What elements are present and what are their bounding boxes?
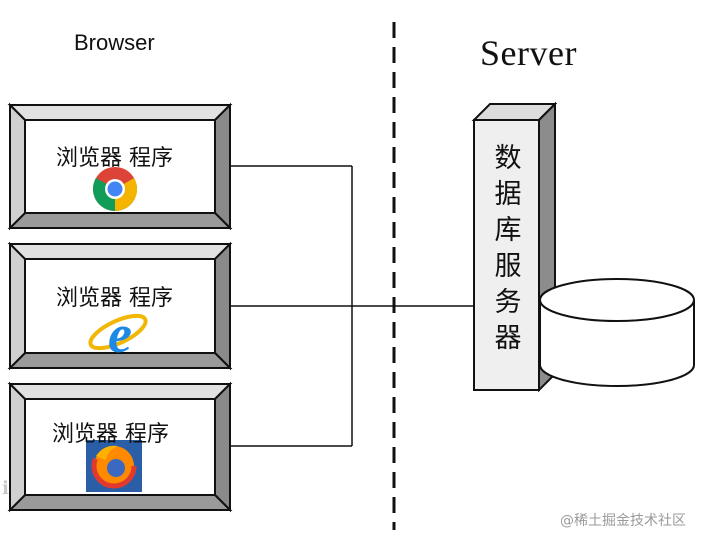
watermark-right: @稀土掘金技术社区 <box>560 513 686 529</box>
database-cylinder-icon <box>539 278 695 387</box>
database-server-char: 务 <box>494 287 522 318</box>
database-server-char: 器 <box>494 323 522 354</box>
network-connectors <box>230 165 474 447</box>
database-server-char: 库 <box>494 215 522 246</box>
browser-heading: Browser <box>74 30 155 55</box>
svg-text:e: e <box>108 304 132 364</box>
database-server-char: 据 <box>494 179 522 210</box>
client-box-2 <box>7 241 233 371</box>
internet-explorer-icon: e <box>88 304 148 364</box>
client-2-label: 浏览器 程序 <box>56 286 173 311</box>
database-server-char: 服 <box>494 251 522 282</box>
database-server-char: 数 <box>494 143 522 174</box>
chrome-icon <box>93 167 137 211</box>
client-1-label: 浏览器 程序 <box>56 146 173 171</box>
server-heading: Server <box>480 33 577 73</box>
watermark-left: ℹ <box>2 478 9 499</box>
client-3-label: 浏览器 程序 <box>52 422 169 447</box>
firefox-icon <box>86 440 142 492</box>
